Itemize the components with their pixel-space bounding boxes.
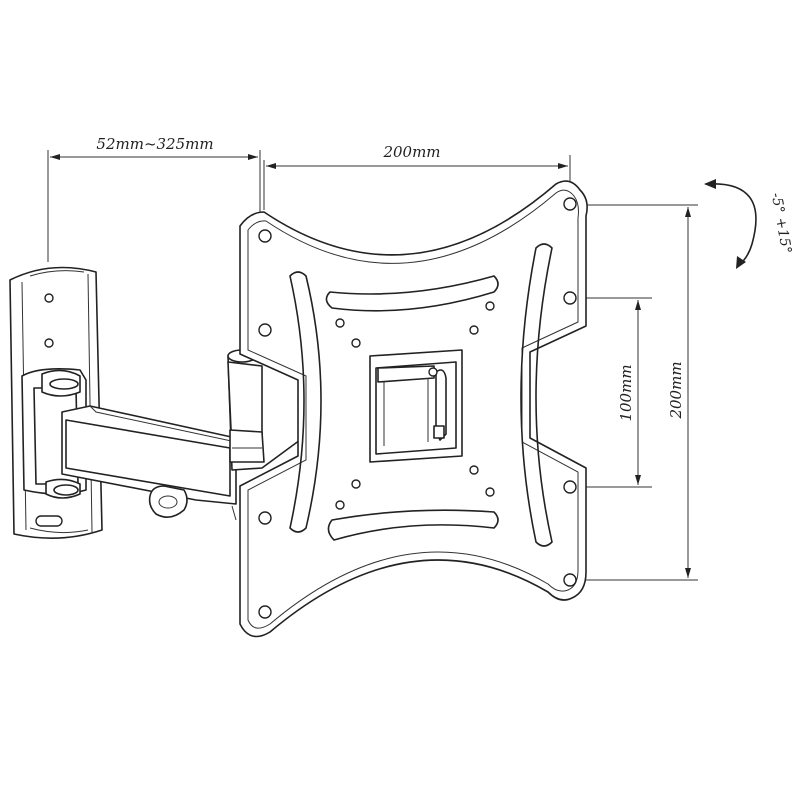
vesa-hole xyxy=(563,480,577,494)
wall-slot-hole xyxy=(35,515,63,527)
vesa-hole xyxy=(563,573,577,587)
vesa-hole-small xyxy=(469,325,479,335)
wall-screw-hole xyxy=(44,338,54,348)
plate-height-outer-label: 200mm xyxy=(667,361,685,419)
arm-extension-dimension: 52mm~325mm xyxy=(47,135,261,262)
vesa-hole-small xyxy=(485,301,495,311)
tilt-indicator: -5° +15° xyxy=(704,179,794,269)
vesa-mounting-plate xyxy=(239,180,588,638)
center-lock-bracket xyxy=(369,349,463,463)
plate-height-inner-label: 100mm xyxy=(617,364,635,421)
plate-width-dimension: 200mm xyxy=(263,143,571,210)
plate-width-label: 200mm xyxy=(382,143,440,161)
vesa-hole xyxy=(563,291,577,305)
tilt-range-label: -5° +15° xyxy=(768,192,794,255)
vesa-hole-small xyxy=(351,338,361,348)
wall-screw-hole xyxy=(44,293,54,303)
plate-height-outer-dimension: 200mm xyxy=(586,204,698,581)
vesa-hole-small xyxy=(351,479,361,489)
vesa-hole-small xyxy=(485,487,495,497)
vesa-hole xyxy=(258,323,272,337)
vesa-hole-small xyxy=(469,465,479,475)
plate-height-inner-dimension: 100mm xyxy=(580,297,652,488)
vesa-hole xyxy=(563,197,577,211)
vesa-hole xyxy=(258,605,272,619)
vesa-hole xyxy=(258,229,272,243)
vesa-hole-small xyxy=(335,318,345,328)
swivel-arm xyxy=(61,405,237,518)
arm-extension-label: 52mm~325mm xyxy=(96,135,213,153)
vesa-hole xyxy=(258,511,272,525)
vesa-hole-small xyxy=(335,500,345,510)
